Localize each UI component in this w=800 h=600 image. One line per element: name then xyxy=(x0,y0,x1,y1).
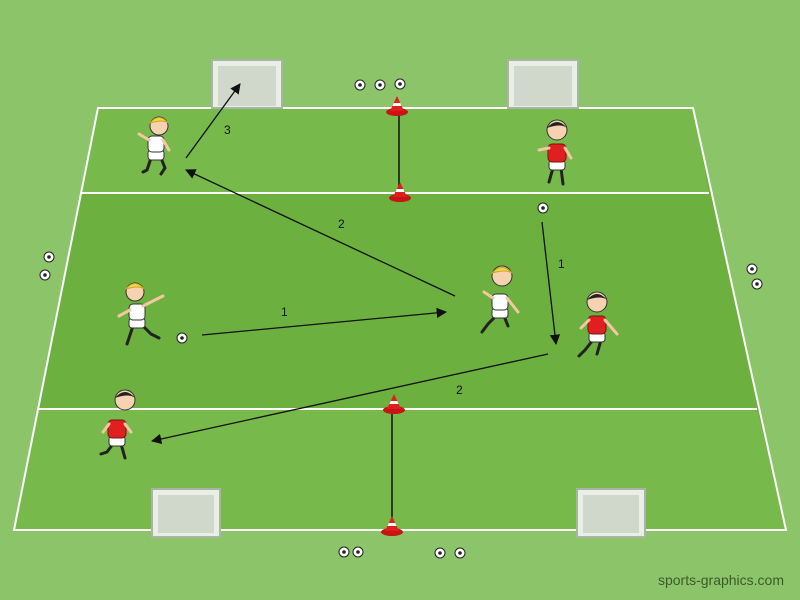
ball-icon xyxy=(751,278,763,290)
arrow-pass-1-right xyxy=(541,221,561,346)
pass-arrows xyxy=(150,83,561,445)
ball-icon xyxy=(537,202,549,214)
watermark: sports-graphics.com xyxy=(657,572,784,588)
goal-bottom-left xyxy=(151,488,221,538)
ball-icon xyxy=(176,332,188,344)
label-pass-1-left: 1 xyxy=(281,305,288,319)
label-pass-2-right: 2 xyxy=(456,383,463,397)
ball-icon xyxy=(354,79,366,91)
ball-icon xyxy=(352,546,364,558)
ball-icon xyxy=(746,263,758,275)
pitch-bottom-zone xyxy=(14,409,786,530)
arrow-pass-2-right xyxy=(150,353,549,445)
player-red-top xyxy=(537,119,573,186)
arrow-pass-1-left xyxy=(201,307,448,336)
ball-icon xyxy=(39,269,51,281)
ball-icon xyxy=(43,251,55,263)
ball-icon xyxy=(338,546,350,558)
label-pass-2-left: 2 xyxy=(338,217,345,231)
ball-icon xyxy=(434,547,446,559)
label-pass-1-right: 1 xyxy=(558,257,565,271)
player-white-center xyxy=(480,265,520,334)
pitch-top-zone xyxy=(82,108,709,193)
player-white-mid-left xyxy=(117,282,165,346)
player-red-mid-right xyxy=(577,291,619,358)
goal-top-right xyxy=(507,59,579,109)
ball-icon xyxy=(394,78,406,90)
label-pass-3: 3 xyxy=(224,123,231,137)
cone-icon xyxy=(386,96,408,116)
arrow-pass-3 xyxy=(185,83,241,159)
goal-top-left xyxy=(211,59,283,109)
player-white-top xyxy=(137,116,171,176)
arrow-pass-2-left xyxy=(185,169,456,297)
goal-bottom-right xyxy=(576,488,646,538)
pitch-outline xyxy=(12,107,788,531)
ball-icon xyxy=(454,547,466,559)
player-red-bottom xyxy=(99,389,136,460)
ball-icon xyxy=(374,79,386,91)
